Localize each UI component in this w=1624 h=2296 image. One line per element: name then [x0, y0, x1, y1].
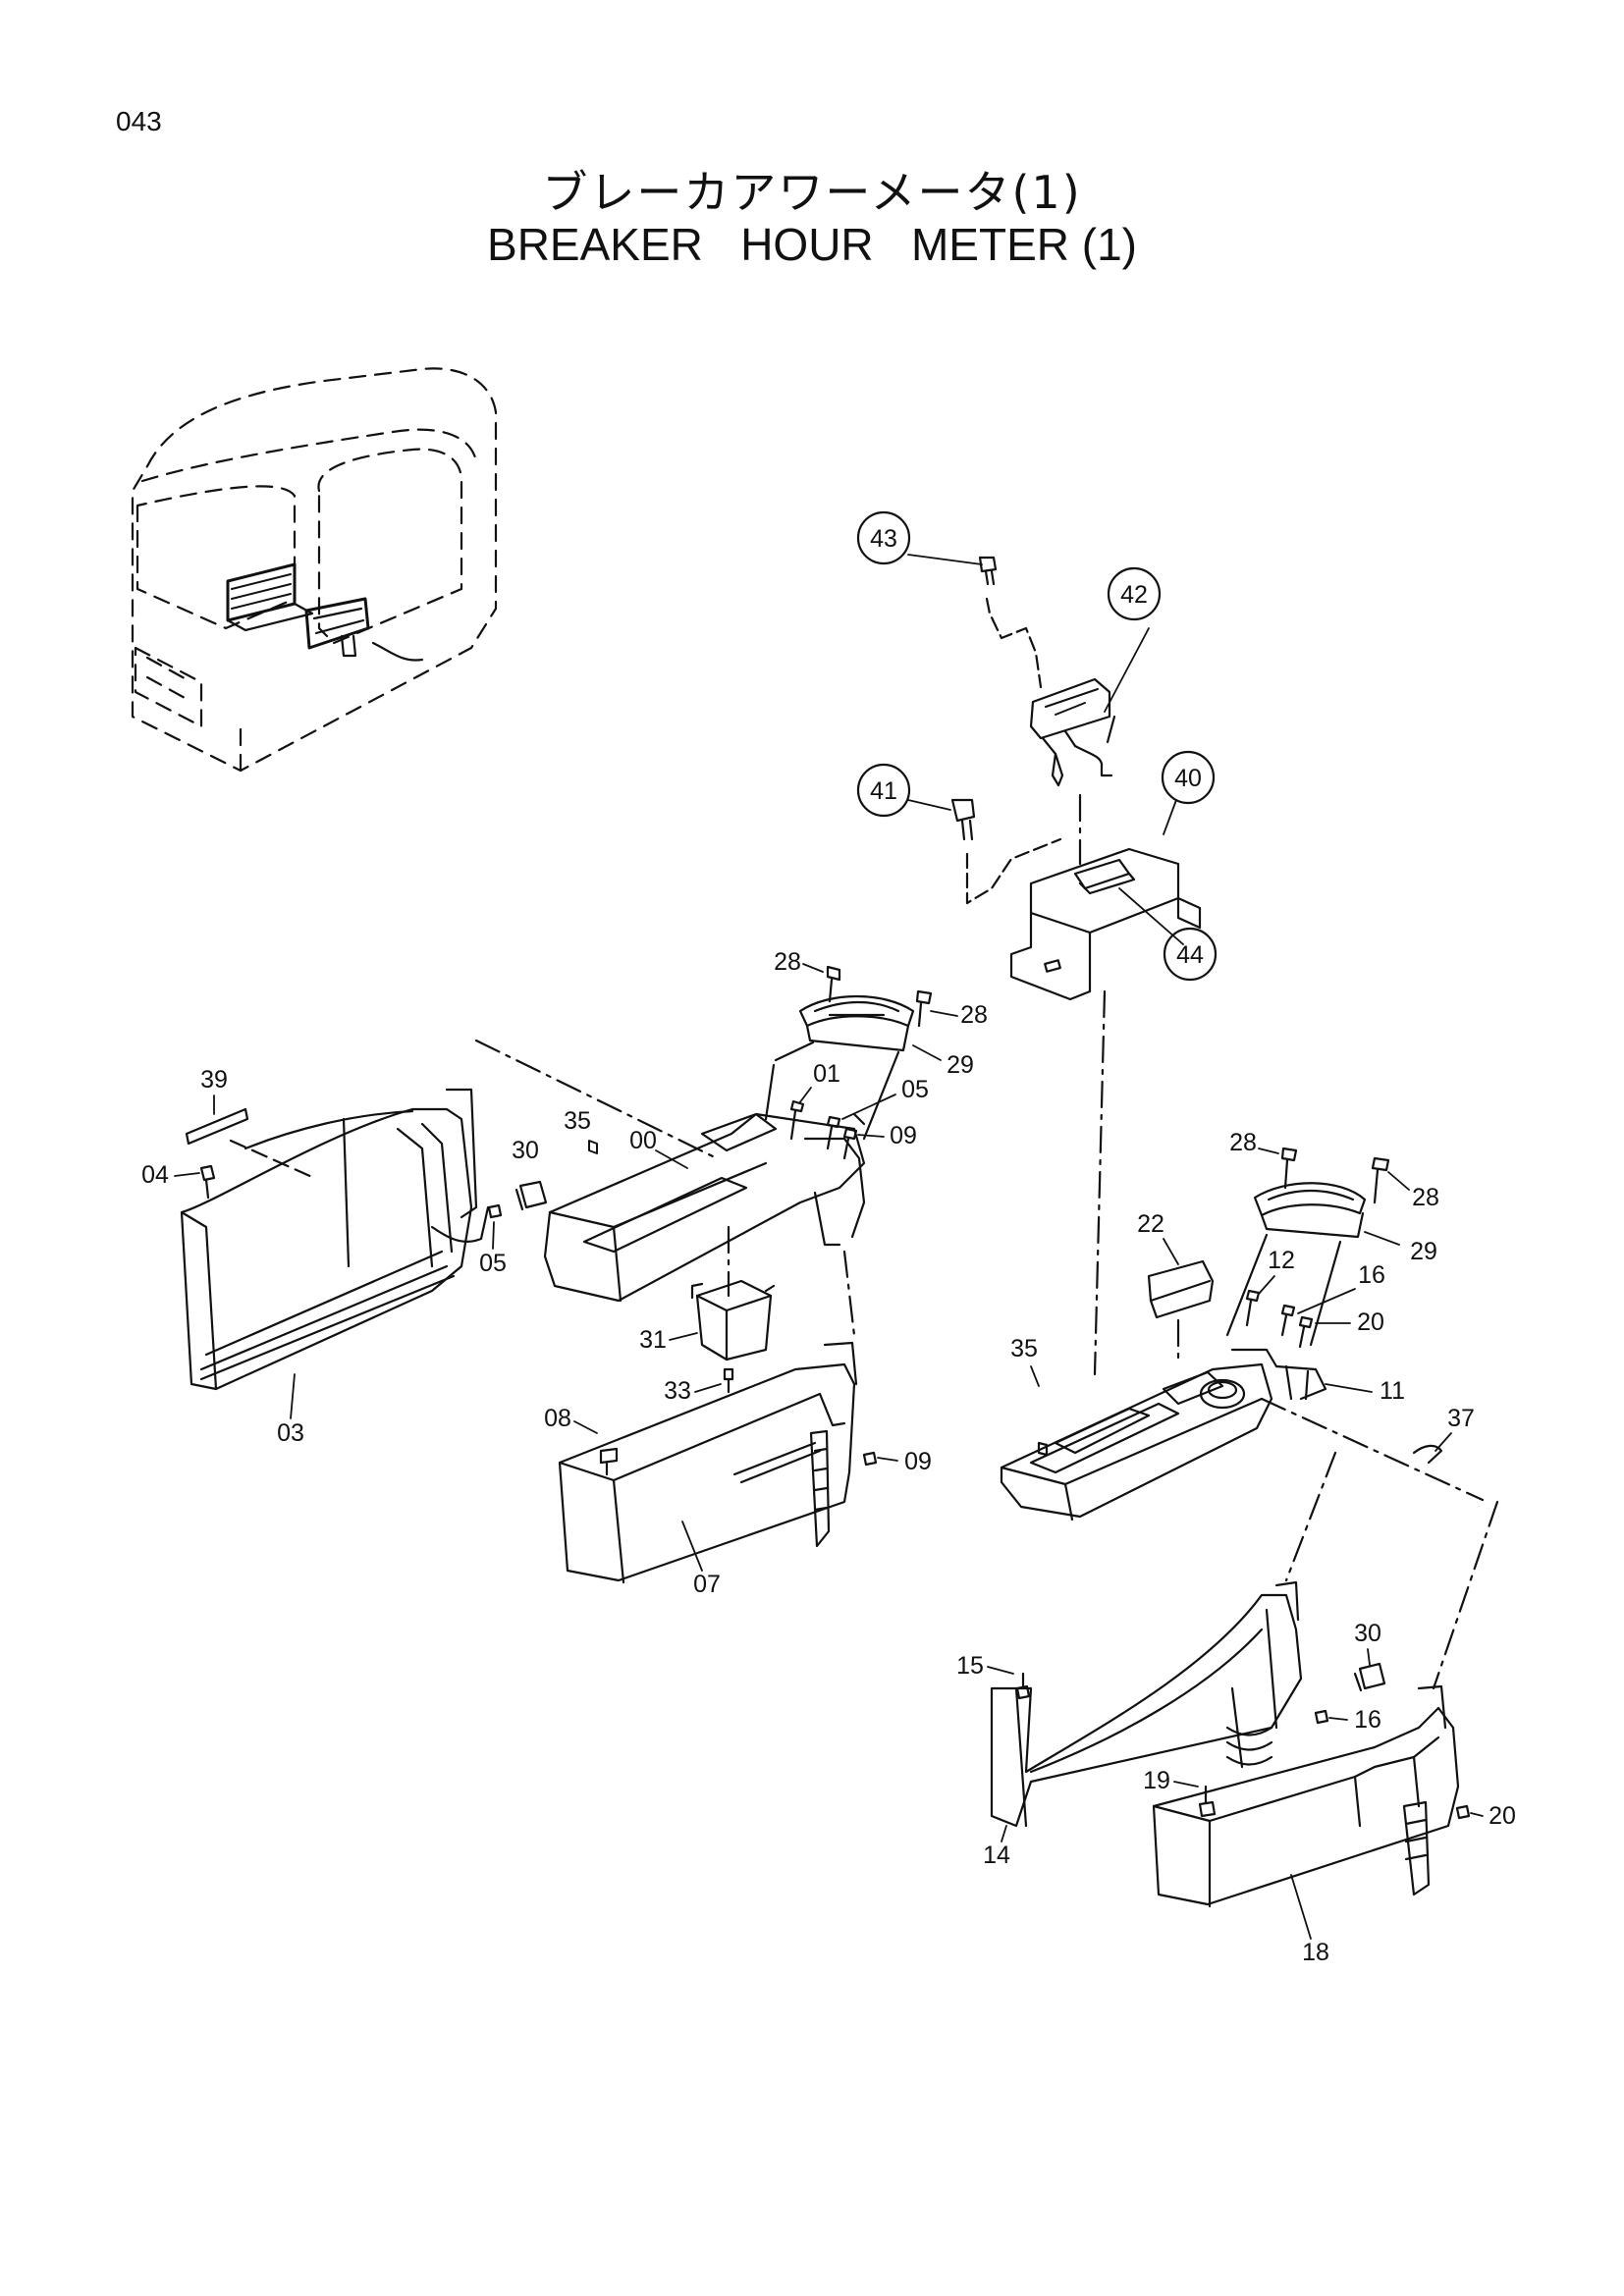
label-31: 31	[639, 1326, 667, 1354]
left-console-assembly	[180, 965, 933, 1584]
label-20b: 20	[1489, 1802, 1516, 1830]
label-05a: 05	[901, 1076, 929, 1103]
label-03: 03	[277, 1419, 304, 1447]
label-28b: 28	[960, 1001, 988, 1029]
label-37: 37	[1447, 1405, 1475, 1432]
circled-callouts: 43 42 41 40 44	[856, 510, 1218, 982]
svg-text:44: 44	[1176, 941, 1204, 969]
label-20a: 20	[1357, 1308, 1384, 1336]
hour-meter-bracket-assembly	[907, 554, 1202, 1376]
label-09b: 09	[904, 1448, 932, 1475]
page-title-english: BREAKER HOUR METER (1)	[487, 219, 1137, 270]
label-09a: 09	[890, 1122, 917, 1149]
cab-overview-illustration	[131, 367, 498, 773]
label-35a: 35	[564, 1107, 591, 1135]
callout-40: 40	[1161, 750, 1216, 805]
right-console-assembly	[990, 1147, 1499, 1908]
label-28d: 28	[1412, 1184, 1439, 1211]
label-22: 22	[1137, 1210, 1164, 1238]
part-number-labels: 28 28 29 01 05 09 39 04 30 35 00 05 31 3…	[141, 948, 1516, 1966]
label-19: 19	[1143, 1767, 1170, 1794]
label-16b: 16	[1354, 1706, 1381, 1734]
label-01: 01	[813, 1060, 840, 1088]
label-18: 18	[1302, 1939, 1329, 1966]
svg-text:40: 40	[1174, 765, 1202, 792]
label-00: 00	[629, 1127, 657, 1154]
label-28c: 28	[1229, 1129, 1257, 1156]
label-33: 33	[664, 1377, 691, 1405]
page-title-japanese: ブレーカアワーメータ(1)	[542, 166, 1082, 219]
label-15: 15	[956, 1652, 984, 1680]
label-30a: 30	[512, 1137, 539, 1164]
svg-text:41: 41	[870, 777, 897, 805]
label-30b: 30	[1354, 1620, 1381, 1647]
callout-43: 43	[856, 510, 911, 565]
page-number: 043	[116, 106, 162, 136]
label-12: 12	[1268, 1247, 1295, 1274]
svg-text:42: 42	[1120, 581, 1148, 609]
label-05b: 05	[479, 1250, 507, 1277]
label-35b: 35	[1010, 1335, 1038, 1362]
label-29b: 29	[1410, 1238, 1437, 1265]
callout-41: 41	[856, 763, 911, 818]
svg-text:43: 43	[870, 525, 897, 553]
callout-44: 44	[1163, 927, 1218, 982]
label-07: 07	[693, 1571, 721, 1598]
callout-42: 42	[1107, 566, 1162, 621]
label-16a: 16	[1358, 1261, 1385, 1289]
label-14: 14	[983, 1842, 1010, 1869]
label-29a: 29	[947, 1051, 974, 1079]
label-28a: 28	[774, 948, 801, 976]
label-04: 04	[141, 1161, 169, 1189]
label-11: 11	[1380, 1377, 1405, 1405]
label-08: 08	[544, 1405, 571, 1432]
label-39: 39	[200, 1066, 228, 1094]
